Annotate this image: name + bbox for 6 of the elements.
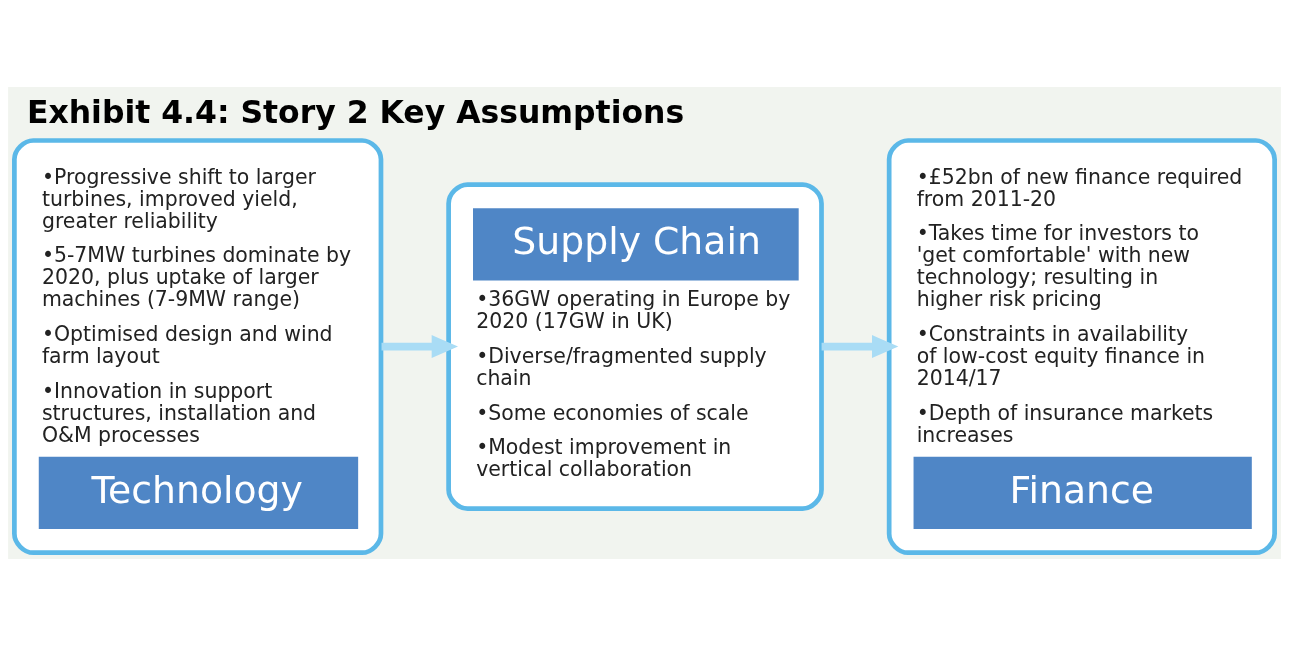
node-box: Supply Chain •36GW operating in Europe by 2020 (17GW in UK) •Diverse/fragmented supply chain •Some economies of scale •Modest improvement in vertical collaboration bbox=[446, 182, 824, 511]
node-box: •Progressive shift to larger turbines, improved yield, greater reliability •5-7MW turbines dominate by 2020, plus uptake of larger machines (7-9MW range) •Optimised design and wind farm layout •Innovation in support structures, installation and O&M processes Technology bbox=[12, 138, 384, 556]
arrow bbox=[381, 335, 458, 359]
diagram-title: Exhibit 4.4: Story 2 Key Assumptions bbox=[26, 94, 685, 131]
arrow bbox=[821, 335, 899, 359]
node-box: •£52bn of new finance required from 2011-20 •Takes time for investors to 'get comfortable' with new technology; resulting in higher risk pricing •Constraints in availability of low-cost equity finance in 2014/17 •Depth of insurance markets increases Finance bbox=[886, 138, 1277, 556]
